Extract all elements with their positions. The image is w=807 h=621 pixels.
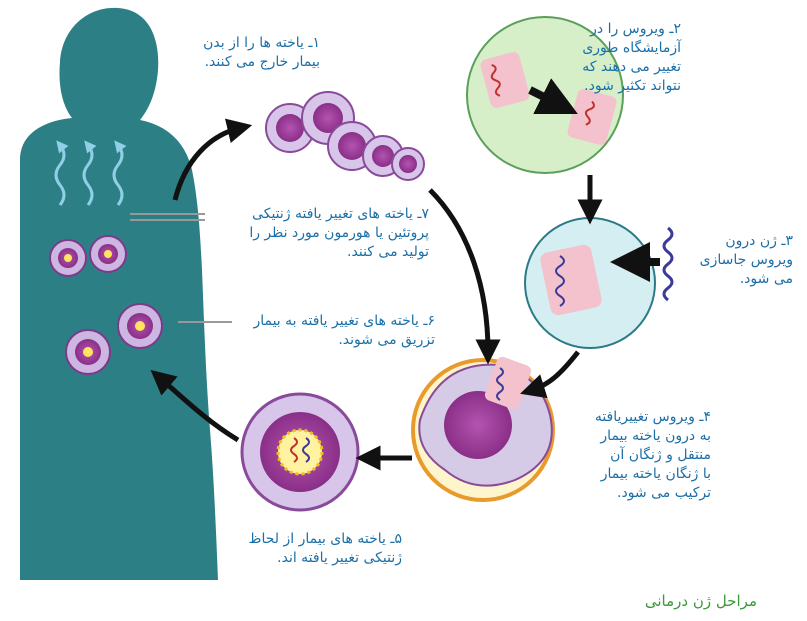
diagram-caption: مراحل ژن درمانی bbox=[645, 592, 757, 610]
step-6-line-2: تزریق می شوند. bbox=[253, 331, 435, 350]
modified-cell bbox=[242, 394, 358, 510]
step-1-line-1: ۱ـ یاخته ها را از بدن bbox=[203, 34, 320, 53]
step-5-line-1: ۵ـ یاخته های بیمار از لحاظ bbox=[249, 530, 402, 549]
step-1-label: ۱ـ یاخته ها را از بدن بیمار خارج می کنند… bbox=[203, 34, 320, 72]
step-1-line-2: بیمار خارج می کنند. bbox=[203, 53, 320, 72]
step-3-line-2: ویروس جاسازی bbox=[700, 251, 793, 270]
step-7-line-3: تولید می کنند. bbox=[249, 243, 429, 262]
gene-insertion-circle bbox=[525, 218, 672, 348]
step-6-label: ۶ـ یاخته های تغییر یافته به بیمار تزریق … bbox=[253, 312, 435, 350]
step-5-label: ۵ـ یاخته های بیمار از لحاظ ژنتیکی تغییر … bbox=[249, 530, 402, 568]
step-3-line-3: می شود. bbox=[700, 270, 793, 289]
step-4-line-4: با ژنگان یاخته بیمار bbox=[595, 465, 711, 484]
step-4-line-1: ۴ـ ویروس تغییریافته bbox=[595, 408, 711, 427]
step-2-line-4: نتواند تکثیر شود. bbox=[582, 77, 681, 96]
step-2-line-1: ۲ـ ویروس را در bbox=[582, 20, 681, 39]
step-4-line-3: منتقل و ژنگان آن bbox=[595, 446, 711, 465]
step-7-line-1: ۷ـ یاخته های تغییر یافته ژنتیکی bbox=[249, 205, 429, 224]
step-3-line-1: ۳ـ ژن درون bbox=[700, 232, 793, 251]
step-7-label: ۷ـ یاخته های تغییر یافته ژنتیکی پروتئین … bbox=[249, 205, 429, 262]
step-2-line-3: تغییر می دهند که bbox=[582, 58, 681, 77]
step-5-line-2: ژنتیکی تغییر یافته اند. bbox=[249, 549, 402, 568]
step-4-label: ۴ـ ویروس تغییریافته به درون یاخته بیمار … bbox=[595, 408, 711, 503]
step-4-line-2: به درون یاخته بیمار bbox=[595, 427, 711, 446]
step-6-line-1: ۶ـ یاخته های تغییر یافته به بیمار bbox=[253, 312, 435, 331]
step-2-label: ۲ـ ویروس را در آزمایشگاه طوری تغییر می د… bbox=[582, 20, 681, 96]
step-7-line-2: پروتئین یا هورمون مورد نظر را bbox=[249, 224, 429, 243]
step-4-line-5: ترکیب می شود. bbox=[595, 484, 711, 503]
infected-cell bbox=[413, 355, 553, 500]
extracted-cells bbox=[266, 92, 424, 180]
step-3-label: ۳ـ ژن درون ویروس جاسازی می شود. bbox=[700, 232, 793, 289]
human-body-silhouette bbox=[20, 8, 218, 580]
step-2-line-2: آزمایشگاه طوری bbox=[582, 39, 681, 58]
